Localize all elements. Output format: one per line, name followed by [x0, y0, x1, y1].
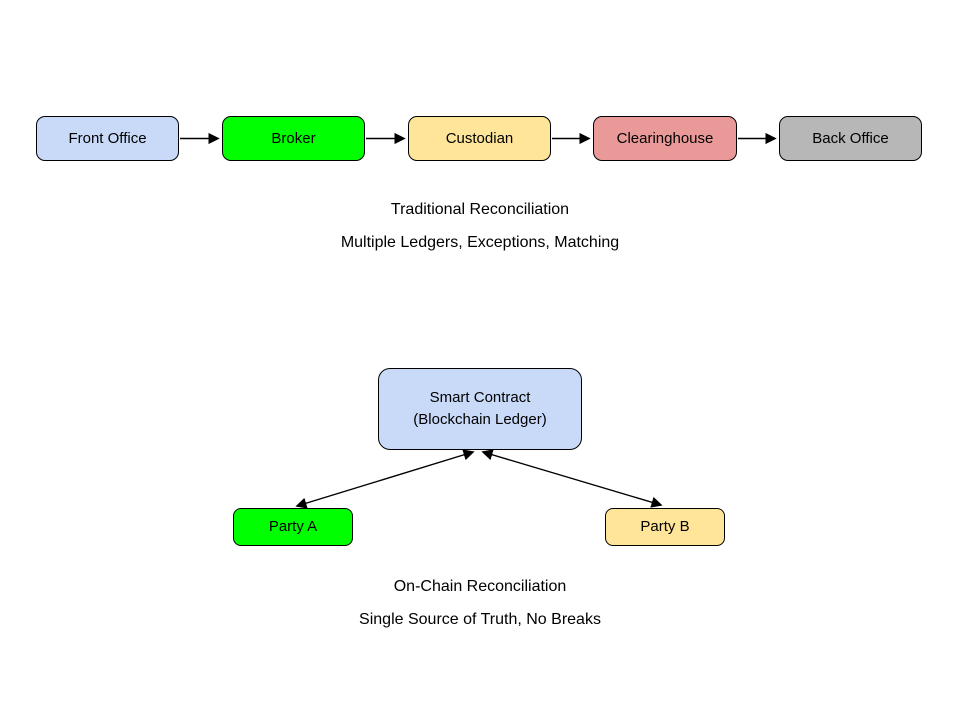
- node-party-a-label: Party A: [268, 518, 318, 535]
- node-party-b-label: Party B: [640, 518, 690, 535]
- node-clearinghouse: Clearinghouse: [593, 116, 737, 161]
- node-clearinghouse-label: Clearinghouse: [616, 129, 714, 147]
- node-smart-contract-label-line1: Smart Contract: [429, 389, 531, 406]
- onchain-caption-title: On-Chain Reconciliation: [393, 578, 567, 595]
- node-custodian-label: Custodian: [445, 129, 514, 147]
- node-front-office: Front Office: [36, 116, 179, 161]
- traditional-caption-title: Traditional Reconciliation: [390, 201, 570, 218]
- arrow-smart-contract-party-a: [295, 449, 475, 509]
- node-broker-label: Broker: [271, 129, 316, 147]
- node-broker: Broker: [222, 116, 365, 161]
- node-smart-contract-label-line2: (Blockchain Ledger): [413, 411, 547, 428]
- node-smart-contract: Smart Contract (Blockchain Ledger): [378, 368, 582, 450]
- node-back-office: Back Office: [779, 116, 922, 161]
- node-front-office-label: Front Office: [68, 129, 147, 147]
- arrow-smart-contract-party-b: [481, 449, 663, 508]
- onchain-caption-subtitle: Single Source of Truth, No Breaks: [359, 611, 601, 628]
- traditional-caption-subtitle: Multiple Ledgers, Exceptions, Matching: [340, 234, 620, 251]
- node-custodian: Custodian: [408, 116, 551, 161]
- node-party-b: Party B: [605, 508, 725, 546]
- node-back-office-label: Back Office: [812, 129, 889, 147]
- node-party-a: Party A: [233, 508, 353, 546]
